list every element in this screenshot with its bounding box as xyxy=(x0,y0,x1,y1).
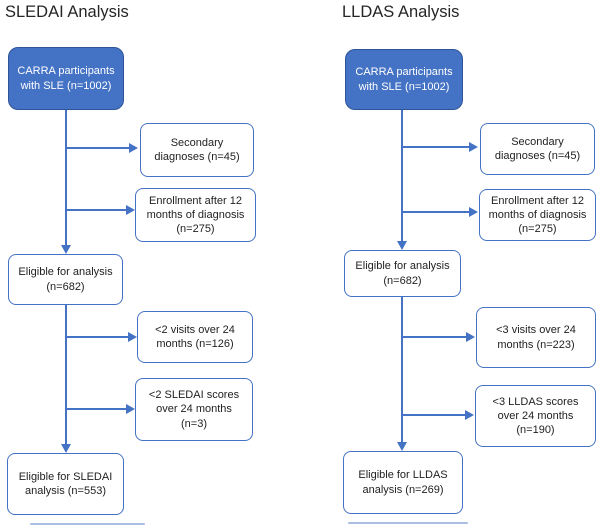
sledai-arrowhead-right-3-icon xyxy=(128,332,137,342)
lldas-source-node: CARRA participants with SLE (n=1002) xyxy=(345,49,463,110)
sledai-branch-connector-3 xyxy=(66,336,128,338)
lldas-arrowhead-right-1-icon xyxy=(469,142,478,152)
lldas-branch-connector-1 xyxy=(402,146,469,148)
sledai-arrowhead-down-2-icon xyxy=(61,444,71,453)
lldas-branch-connector-4 xyxy=(402,414,465,416)
lldas-arrowhead-down-2-icon xyxy=(397,442,407,451)
lldas-exclusion-box-late-enrollment: Enrollment after 12 months of diagnosis … xyxy=(479,189,596,241)
lldas-exclusion-box-few-scores: <3 LLDAS scores over 24 months (n=190) xyxy=(475,385,596,447)
lldas-arrowhead-down-1-icon xyxy=(397,241,407,250)
sledai-arrowhead-right-1-icon xyxy=(129,143,138,153)
lldas-final-node: Eligible for LLDAS analysis (n=269) xyxy=(343,451,463,514)
sledai-branch-connector-4 xyxy=(66,408,126,410)
sledai-exclusion-box-secondary-diagnoses: Secondary diagnoses (n=45) xyxy=(140,123,254,177)
sledai-vertical-connector-1 xyxy=(65,110,67,245)
sledai-column-title: SLEDAI Analysis xyxy=(5,3,129,21)
sledai-eligible-analysis-node: Eligible for analysis (n=682) xyxy=(8,254,123,305)
sledai-exclusion-box-few-visits: <2 visits over 24 months (n=126) xyxy=(137,311,253,363)
sledai-exclusion-box-late-enrollment: Enrollment after 12 months of diagnosis … xyxy=(135,188,256,242)
lldas-exclusion-box-secondary-diagnoses: Secondary diagnoses (n=45) xyxy=(480,123,595,175)
lldas-branch-connector-3 xyxy=(402,336,466,338)
sledai-branch-connector-1 xyxy=(66,147,129,149)
lldas-vertical-connector-1 xyxy=(401,110,403,241)
lldas-arrowhead-right-3-icon xyxy=(466,332,475,342)
lldas-exclusion-box-few-visits: <3 visits over 24 months (n=223) xyxy=(476,307,596,368)
sledai-vertical-connector-2 xyxy=(65,305,67,444)
lldas-arrowhead-right-4-icon xyxy=(465,410,474,420)
sledai-cropped-shape-edge xyxy=(30,523,145,525)
sledai-arrowhead-down-1-icon xyxy=(61,245,71,254)
sledai-exclusion-box-few-scores: <2 SLEDAI scores over 24 months (n=3) xyxy=(135,378,253,441)
lldas-arrowhead-right-2-icon xyxy=(469,207,478,217)
sledai-source-node: CARRA participants with SLE (n=1002) xyxy=(8,47,124,110)
lldas-eligible-analysis-node: Eligible for analysis (n=682) xyxy=(344,250,461,297)
sledai-branch-connector-2 xyxy=(66,209,126,211)
sledai-arrowhead-right-4-icon xyxy=(126,404,135,414)
sledai-arrowhead-right-2-icon xyxy=(126,205,135,215)
lldas-vertical-connector-2 xyxy=(401,297,403,442)
sledai-final-node: Eligible for SLEDAI analysis (n=553) xyxy=(7,453,124,515)
lldas-column-title: LLDAS Analysis xyxy=(342,3,460,21)
lldas-cropped-shape-edge xyxy=(348,522,468,524)
lldas-branch-connector-2 xyxy=(402,211,469,213)
